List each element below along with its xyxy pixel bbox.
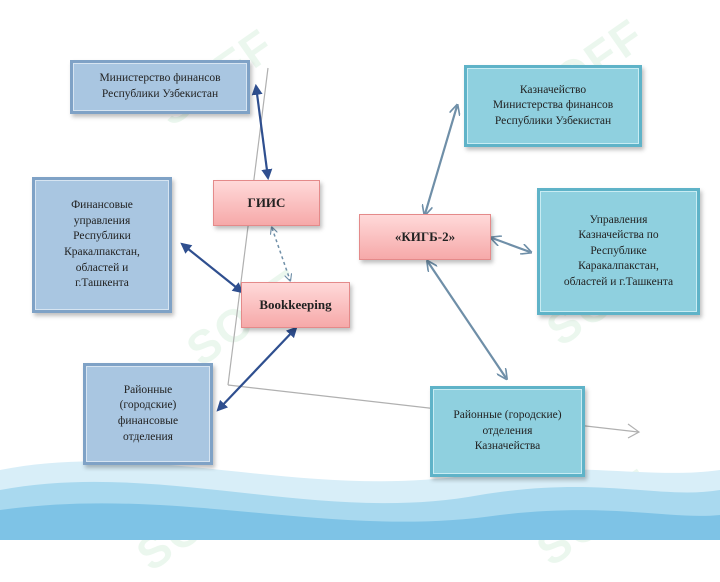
link-kigb-uprkazn bbox=[492, 238, 530, 252]
guide-arrowhead bbox=[627, 423, 641, 439]
link-minfin-giis bbox=[251, 83, 273, 181]
node-rayon-fin: Районные (городские) финансовые отделени… bbox=[83, 363, 213, 465]
connector-layer bbox=[180, 67, 641, 439]
link-finupr-bookkeeping bbox=[180, 242, 244, 294]
node-kigb: «КИГБ-2» bbox=[359, 214, 491, 260]
node-giis: ГИИС bbox=[213, 180, 320, 226]
link-kigb-kaznminfin bbox=[425, 106, 457, 214]
node-bookkeeping: Bookkeeping bbox=[241, 282, 350, 328]
node-kazn-minfin: Казначейство Министерства финансов Респу… bbox=[464, 65, 642, 147]
link-rayonfin-bookkeeping bbox=[216, 326, 298, 412]
link-giis-bookkeeping bbox=[272, 228, 290, 280]
diagram-canvas: SOFF SOFF SOFF SOFF SOFF SOFF bbox=[0, 8, 720, 581]
wave-background bbox=[0, 461, 720, 540]
node-finupr: Финансовые управления Республики Кракалп… bbox=[32, 177, 172, 313]
guide-line bbox=[227, 67, 269, 386]
node-rayon-kazn: Районные (городские) отделения Казначейс… bbox=[430, 386, 585, 477]
node-minfin: Министерство финансов Республики Узбекис… bbox=[70, 60, 250, 114]
node-upr-kazn: Управления Казначейства по Республике Ка… bbox=[537, 188, 700, 315]
link-kigb-rayonkazn bbox=[428, 262, 506, 378]
